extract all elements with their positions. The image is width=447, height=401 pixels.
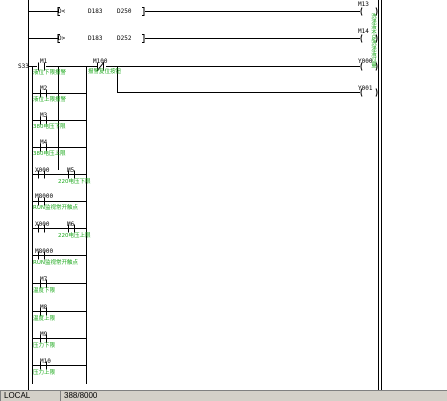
compare-block[interactable] [57, 34, 145, 43]
contact-label[interactable]: X000 [35, 221, 50, 228]
contact-symbol[interactable] [40, 279, 47, 288]
coil-symbol[interactable] [360, 88, 378, 97]
contact-comment: 220电压下限 [58, 179, 91, 185]
contact-symbol[interactable] [68, 224, 75, 233]
nc-contact-symbol[interactable] [97, 62, 104, 71]
contact-symbol[interactable] [38, 170, 45, 179]
status-steps: 388/8000 [60, 391, 97, 401]
contact-symbol[interactable] [38, 251, 45, 260]
contact-comment: 压力上限 [33, 370, 56, 376]
contact-label[interactable]: M3 [40, 112, 48, 119]
contact-comment: RUN监视常开触点 [33, 260, 78, 266]
contact-label[interactable]: M6 [67, 221, 75, 228]
compare-op1: D183 [88, 8, 103, 15]
coil-comment: 洗涤液过量 [370, 40, 376, 68]
contact-symbol[interactable] [38, 62, 45, 71]
contact-label[interactable]: M5 [67, 167, 75, 174]
contact-symbol[interactable] [40, 89, 47, 98]
contact-symbol[interactable] [40, 143, 47, 152]
status-mode: LOCAL [0, 391, 30, 401]
contact-symbol[interactable] [40, 116, 47, 125]
compare-func[interactable]: D> [58, 35, 66, 42]
compare-op1: D183 [88, 35, 103, 42]
contact-comment: 压力下限 [33, 343, 56, 349]
contact-label[interactable]: M8 [40, 304, 48, 311]
contact-symbol[interactable] [68, 170, 75, 179]
contact-comment: 220电压上限 [58, 233, 91, 239]
coil-label[interactable]: Y000 [358, 58, 373, 65]
contact-label[interactable]: M1 [40, 58, 48, 65]
right-rail [381, 0, 382, 390]
nc-slash [96, 61, 105, 72]
nc-contact-comment: 报警复位按钮 [88, 69, 122, 75]
contact-comment: 温度上限 [33, 316, 56, 322]
contact-label[interactable]: M7 [40, 276, 48, 283]
contact-comment: 液位上限报警 [33, 97, 67, 103]
ladder-lines [28, 0, 379, 390]
coil-symbol[interactable] [360, 34, 378, 43]
contact-symbol[interactable] [40, 361, 47, 370]
compare-op2: D250 [117, 8, 132, 15]
contact-comment: 380电压上限 [33, 151, 66, 157]
nc-contact-label[interactable]: M100 [93, 58, 108, 65]
contact-symbol[interactable] [40, 334, 47, 343]
coil-label[interactable]: Y001 [358, 85, 373, 92]
contact-label[interactable]: M2 [40, 85, 48, 92]
vertical-scrollbar[interactable] [381, 0, 447, 390]
contact-label[interactable]: M8000 [35, 248, 54, 255]
compare-func[interactable]: D< [58, 8, 66, 15]
compare-op2: D252 [117, 35, 132, 42]
contact-comment: 温度下限 [33, 288, 56, 294]
contact-symbol[interactable] [40, 307, 47, 316]
contact-symbol[interactable] [38, 224, 45, 233]
status-bar: LOCAL 388/8000 [0, 390, 447, 401]
step-label: S33 [18, 63, 29, 70]
coil-symbol[interactable] [360, 7, 378, 16]
contact-label[interactable]: M4 [40, 139, 48, 146]
contact-symbol[interactable] [38, 197, 45, 206]
contact-label[interactable]: M10 [40, 358, 51, 365]
contact-label[interactable]: X000 [35, 167, 50, 174]
contact-label[interactable]: M9 [40, 331, 48, 338]
coil-comment: 洗涤液不足 [370, 13, 376, 41]
ladder-diagram[interactable]: S33 D< D183 D250 M13 洗涤液不足 D> D183 D252 … [0, 0, 447, 390]
contact-comment: 380电压下限 [33, 124, 66, 130]
coil-label[interactable]: M13 [358, 1, 369, 8]
contact-comment: 液位下限报警 [33, 70, 67, 76]
coil-label[interactable]: M14 [358, 28, 369, 35]
contact-comment: RUN监视常开触点 [33, 205, 78, 211]
coil-symbol[interactable] [360, 62, 378, 71]
contact-label[interactable]: M8000 [35, 193, 54, 200]
compare-block[interactable] [57, 7, 145, 16]
